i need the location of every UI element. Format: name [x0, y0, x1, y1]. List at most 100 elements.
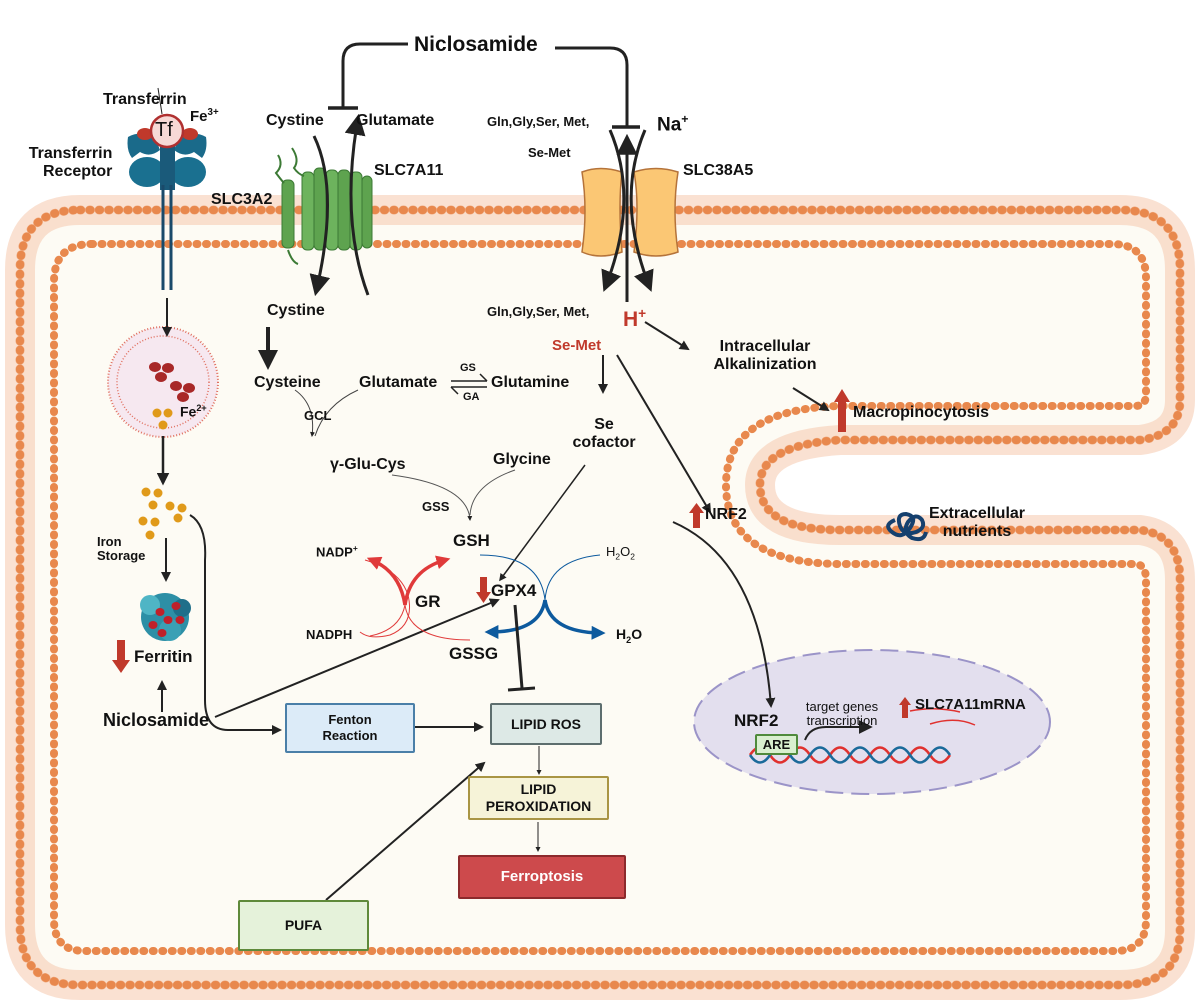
transferrin-label: Transferrin — [103, 91, 187, 108]
cystine-out-label: Cystine — [266, 112, 324, 129]
gpx4-down-arrow — [476, 577, 491, 603]
nrf2-nucleus-label: NRF2 — [734, 711, 779, 730]
slc7a11-label: SLC7A11 — [374, 162, 444, 179]
glutamate-label: Glutamate — [359, 374, 438, 391]
gr-label: GR — [415, 592, 441, 611]
fe2-text: Fe — [180, 403, 197, 420]
gpx4-label: GPX4 — [491, 581, 537, 600]
niclosamide-top-label: Niclosamide — [414, 33, 538, 56]
transferrin-receptor-line2: Receptor — [43, 162, 113, 180]
mrna-icon — [909, 708, 976, 726]
se-cofactor-line1: Se — [594, 416, 614, 433]
free-iron-icon — [138, 487, 187, 540]
fe2-charge: 2+ — [196, 403, 207, 413]
amino-acids-out-label: Gln,Gly,Ser, Met, — [487, 114, 590, 129]
h2o2-h: H — [606, 544, 616, 559]
ferritin-down-arrow — [112, 640, 130, 673]
gssg-label: GSSG — [449, 644, 499, 663]
slc7a11-transporter-icon — [274, 113, 373, 297]
h2o2-label: H2O2 — [606, 544, 635, 562]
gss-label: GSS — [422, 499, 450, 514]
h2o-sub: 2 — [626, 634, 632, 645]
slc3a2-label: SLC3A2 — [211, 191, 273, 208]
fe3-text: Fe — [190, 108, 208, 125]
fenton-line2: Reaction — [322, 728, 378, 743]
nadph-label: NADPH — [306, 627, 353, 642]
h2o2-sub1: 2 — [615, 551, 621, 562]
lipid-peroxidation-line2: PEROXIDATION — [485, 798, 592, 814]
intracellular-line2: Alkalinization — [713, 355, 817, 373]
transferrin-receptor-icon — [127, 87, 207, 290]
iron-to-fenton-arrow — [189, 514, 282, 735]
semet-out-label: Se-Met — [528, 145, 571, 160]
h-plus-label: H+ — [623, 306, 646, 331]
h2o2-sub2: 2 — [630, 551, 635, 562]
slc7a11-mrna-label: SLC7A11mRNA — [915, 696, 1026, 713]
nadp-charge: + — [352, 543, 358, 553]
cystine-in-label: Cystine — [267, 302, 325, 319]
ferritin-label: Ferritin — [134, 647, 193, 666]
fenton-line1: Fenton — [328, 712, 372, 728]
iron-storage-line1: Iron — [97, 534, 122, 549]
h-charge: + — [638, 306, 647, 321]
lipid-peroxidation-line1: LIPID — [520, 781, 557, 798]
h-text: H — [623, 308, 639, 331]
nrf2-up-arrow — [689, 503, 704, 528]
extracellular-nutrients-line2: nutrients — [942, 522, 1012, 540]
nadp-text: NADP — [316, 544, 353, 560]
target-line2: transcription — [806, 713, 878, 729]
macropinocytosis-label: Macropinocytosis — [853, 404, 990, 421]
nrf2-cytoplasm-label: NRF2 — [705, 506, 747, 523]
fe3-charge: 3+ — [207, 107, 219, 118]
macropinocytosis-up-arrow — [834, 389, 850, 432]
endosome-icon — [107, 326, 219, 438]
niclosamide-left-label: Niclosamide — [103, 710, 210, 730]
slc7a11-mrna-up-arrow — [899, 697, 911, 718]
gcl-label: GCL — [304, 408, 332, 423]
h2o-o: O — [631, 626, 643, 642]
gamma-glu-cys-label: γ-Glu-Cys — [330, 456, 406, 473]
na-label: Na+ — [657, 112, 689, 136]
nadp-label: NADP+ — [316, 543, 358, 560]
pufa-box: PUFA — [238, 900, 369, 951]
ga-label: GA — [463, 391, 480, 403]
amino-acids-in-label: Gln,Gly,Ser, Met, — [487, 304, 590, 319]
transferrin-receptor-line1: Transferrin — [28, 145, 113, 162]
extracellular-nutrients-icon — [886, 511, 928, 542]
fe3-label: Fe3+ — [190, 107, 219, 126]
extracellular-nutrients-line1: Extracellular — [928, 505, 1026, 522]
glycine-label: Glycine — [493, 451, 551, 468]
na-charge: + — [681, 112, 689, 126]
target-line1: target genes — [805, 699, 879, 714]
niclosamide-inhibition-path — [341, 42, 408, 108]
h2o-label: H2O — [616, 626, 643, 645]
lipid-ros-box: LIPID ROS — [490, 703, 602, 745]
na-text: Na — [657, 114, 682, 136]
tf-label: Tf — [155, 119, 173, 141]
slc38a5-transporter-icon — [581, 129, 679, 302]
h2o2-o: O — [620, 544, 631, 559]
glutamine-label: Glutamine — [491, 374, 570, 391]
are-box: ARE — [755, 734, 798, 755]
gs-label: GS — [460, 362, 476, 374]
ferroptosis-box: Ferroptosis — [458, 855, 626, 899]
glutamate-out-label: Glutamate — [356, 112, 435, 129]
se-cofactor-line2: cofactor — [572, 433, 636, 451]
gsh-label: GSH — [453, 531, 490, 550]
cysteine-label: Cysteine — [254, 374, 321, 391]
iron-storage-line2: Storage — [97, 548, 146, 564]
fe2-label: Fe2+ — [180, 403, 207, 420]
intracellular-line1: Intracellular — [719, 338, 811, 355]
slc38a5-label: SLC38A5 — [683, 162, 754, 179]
h2o-h: H — [616, 626, 627, 642]
